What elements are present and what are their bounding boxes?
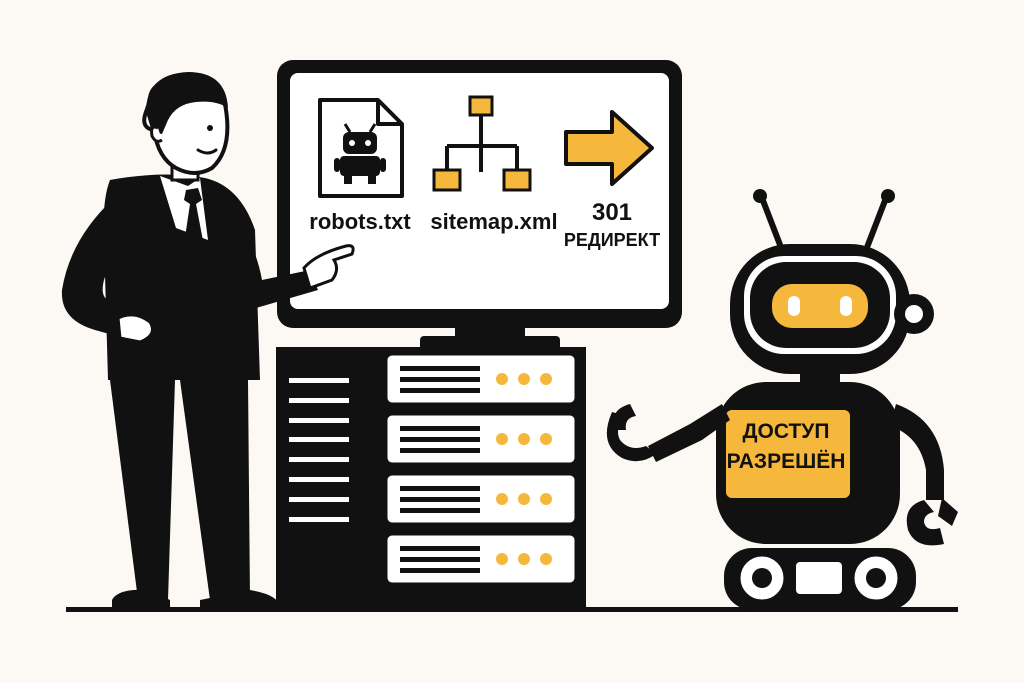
server-unit [384,412,578,466]
server-unit [384,472,578,526]
redirect-text-label: РЕДИРЕКТ [563,230,661,250]
redirect-code-label: 301 [591,199,633,226]
sitemap-tree-icon [432,95,532,192]
server-vents [289,378,349,522]
robot-figure [606,189,958,610]
server-rack [276,347,586,612]
man-figure [61,72,355,612]
robots-txt-label: robots.txt [309,209,411,234]
access-badge [726,410,850,498]
arrow-right-icon [564,110,654,186]
server-unit [384,352,578,406]
badge-line2: РАЗРЕШЁН [726,450,846,473]
badge-line1: ДОСТУП [742,420,830,443]
sitemap-xml-label: sitemap.xml [430,209,558,234]
robot-file-icon [318,98,404,198]
server-unit [384,532,578,586]
access-badge-text: ДОСТУП РАЗРЕШЁН [726,417,846,477]
